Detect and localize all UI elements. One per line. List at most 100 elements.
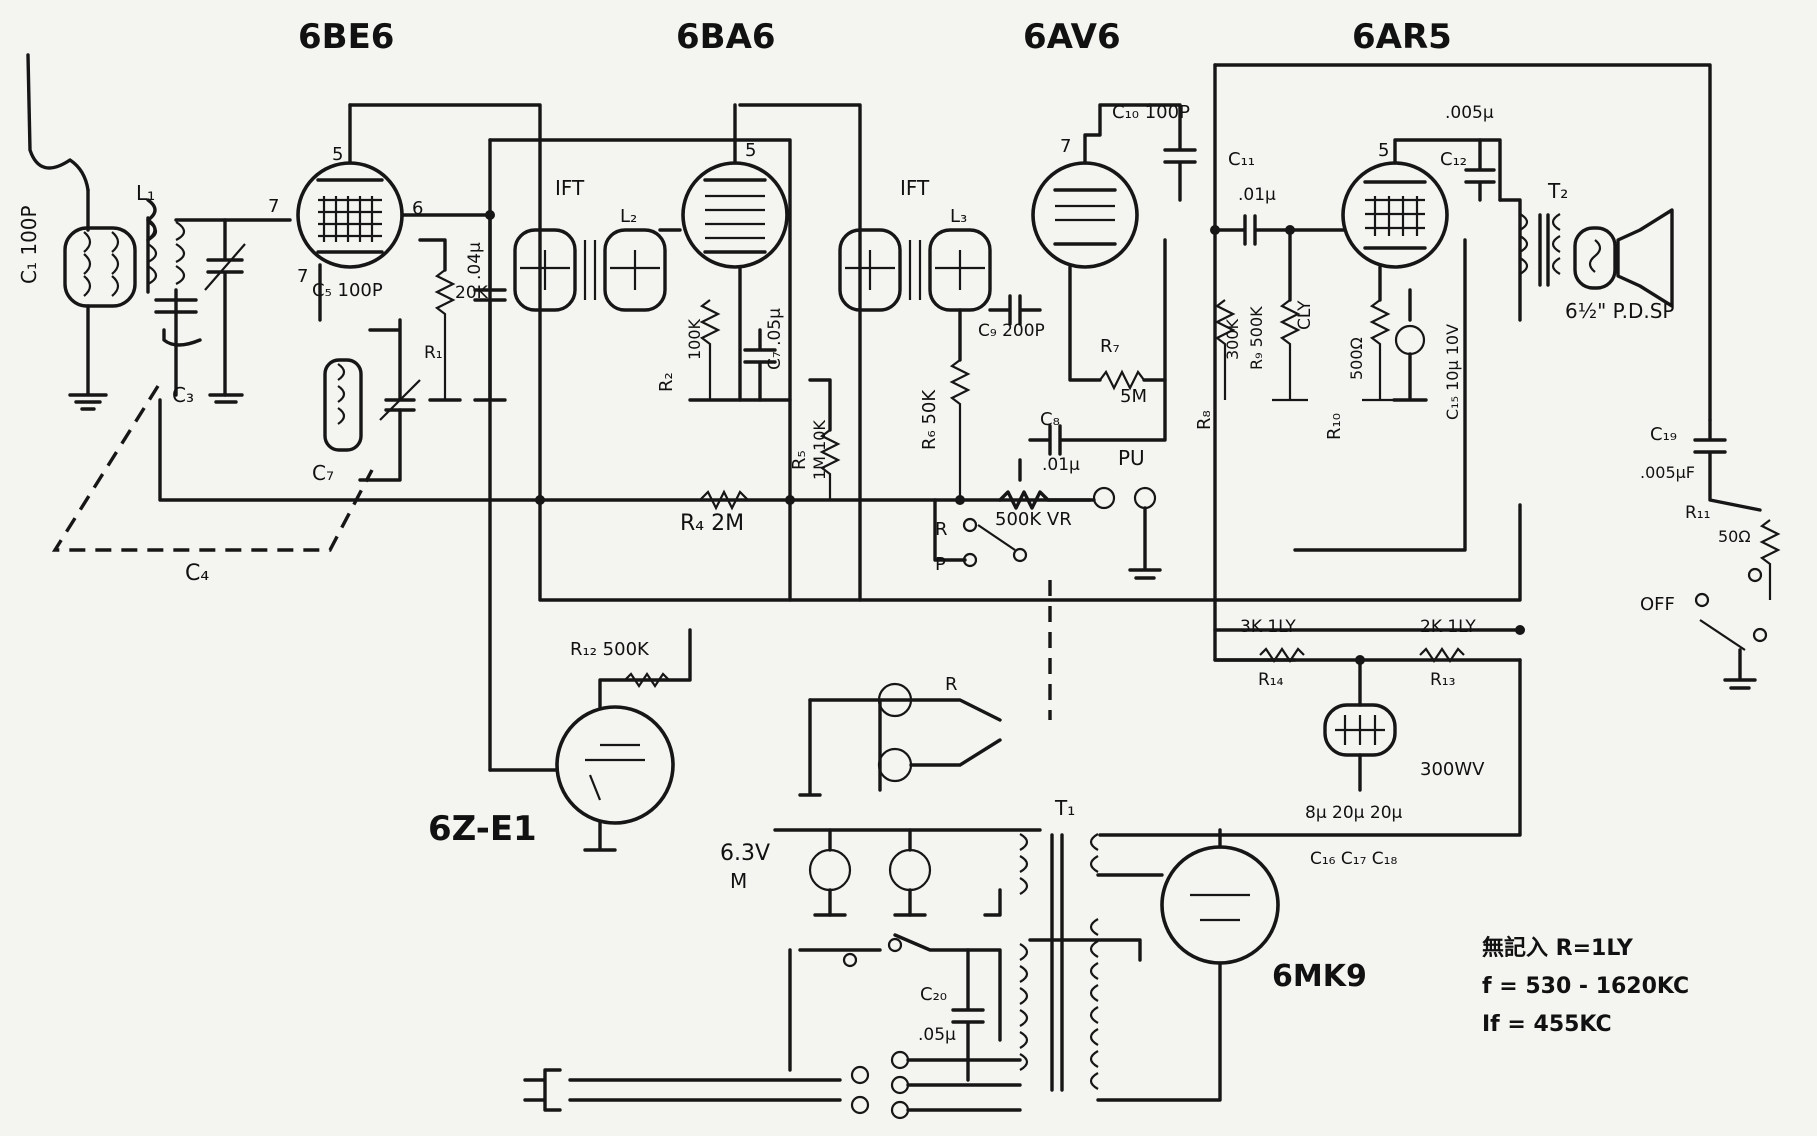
label-c20: C₂₀ bbox=[920, 984, 947, 1005]
pu-jack bbox=[1092, 486, 1162, 580]
tube-label-6ba6: 6BA6 bbox=[676, 17, 776, 57]
label-c7b: C₇ .05μ bbox=[765, 308, 785, 370]
resistor-r11 bbox=[1759, 519, 1781, 600]
label-r11v: 50Ω bbox=[1718, 527, 1751, 546]
pin-5a: 5 bbox=[332, 144, 343, 165]
resistor-r9 bbox=[1272, 228, 1308, 402]
heater-lamps bbox=[808, 828, 932, 917]
pin-7c: 7 bbox=[1060, 136, 1071, 157]
tube-label-6mk9: 6MK9 bbox=[1272, 959, 1367, 994]
cap-c9 bbox=[988, 294, 1042, 326]
label-l2: L₂ bbox=[620, 206, 637, 227]
cap-c19 bbox=[1693, 418, 1762, 512]
label-ift-2: IFT bbox=[900, 176, 930, 200]
label-cvals: 8μ 20μ 20μ bbox=[1305, 803, 1403, 823]
label-vr: 500K VR bbox=[995, 509, 1072, 530]
label-r2k: 2K 1LY bbox=[1420, 617, 1476, 637]
screen-bus bbox=[488, 138, 792, 602]
label-r9: R₉ 500K bbox=[1247, 306, 1266, 370]
pin-6a: 6 bbox=[412, 198, 423, 219]
label-r13: R₁₃ bbox=[1430, 670, 1455, 690]
resistor-r5 bbox=[808, 378, 841, 500]
label-c8: C₈ bbox=[1040, 409, 1060, 430]
resistor-r12 bbox=[624, 672, 670, 688]
label-r10: R₁₀ bbox=[1324, 413, 1345, 440]
label-l3: L₃ bbox=[950, 206, 967, 227]
label-r12: R₁₂ 500K bbox=[570, 639, 650, 660]
label-r2v: 100K bbox=[685, 318, 704, 360]
label-m: M bbox=[730, 869, 747, 893]
label-off: OFF bbox=[1640, 594, 1675, 615]
cap-04 bbox=[473, 213, 507, 402]
label-c8v: .01μ bbox=[1042, 455, 1080, 475]
cap-c15 bbox=[1392, 288, 1428, 402]
label-r1: R₁ bbox=[424, 343, 443, 363]
label-r14: R₁₄ bbox=[1258, 670, 1284, 690]
output-transformer bbox=[1498, 198, 1561, 322]
ift-2 bbox=[838, 228, 992, 312]
resistor-r8 bbox=[1214, 299, 1236, 400]
tube-6ze1 bbox=[488, 705, 675, 852]
wire-6ba6 bbox=[658, 228, 742, 402]
tube-label-6ze1: 6Z-E1 bbox=[428, 809, 537, 849]
label-r20k: 20K bbox=[455, 283, 489, 303]
tone-switch bbox=[1694, 567, 1768, 690]
osc-coil bbox=[318, 263, 421, 482]
label-c7: C₇ bbox=[312, 461, 334, 485]
avc-bus bbox=[158, 398, 1092, 502]
note-resistor-default: 無記入 R=1LY bbox=[1482, 936, 1633, 961]
label-r8v: 300K bbox=[1223, 318, 1242, 360]
label-r5v: 1M 10K bbox=[810, 420, 829, 480]
resistor-r1 bbox=[418, 238, 462, 402]
label-c12: C₁₂ bbox=[1440, 149, 1467, 170]
volume-control bbox=[998, 458, 1096, 510]
b-plus-bus-2 bbox=[738, 103, 862, 602]
label-pu: PU bbox=[1118, 446, 1145, 470]
resistor-r13 bbox=[1419, 647, 1465, 663]
label-63v: 6.3V bbox=[720, 841, 770, 866]
label-r2: R₂ bbox=[656, 372, 677, 392]
label-c15: C₁₅ 10μ 10V bbox=[1443, 324, 1462, 420]
coil-l1 bbox=[146, 198, 186, 294]
label-r8: R₈ bbox=[1194, 410, 1215, 430]
label-l1: L₁ bbox=[136, 181, 155, 205]
label-c20v: .05μ bbox=[918, 1025, 956, 1045]
label-ift-1: IFT bbox=[555, 176, 585, 200]
b-plus-bus bbox=[348, 103, 1522, 602]
label-r10v: 500Ω bbox=[1347, 337, 1366, 380]
tube-label-6be6: 6BE6 bbox=[298, 17, 394, 57]
label-r5: R₅ bbox=[789, 450, 810, 470]
label-r7v: 5M bbox=[1120, 386, 1147, 407]
cap-c10 bbox=[1148, 103, 1197, 202]
note-if-frequency: If = 455KC bbox=[1482, 1012, 1612, 1037]
cap-c8 bbox=[1028, 378, 1167, 456]
label-t2: T₂ bbox=[1547, 179, 1568, 203]
wire-6ze1 bbox=[598, 628, 692, 709]
switch-r-p bbox=[933, 498, 1028, 568]
label-p: P bbox=[935, 554, 946, 575]
pin-7a: 7 bbox=[268, 196, 279, 217]
tube-label-6ar5: 6AR5 bbox=[1352, 17, 1452, 57]
tube-6av6 bbox=[1031, 103, 1152, 269]
label-c3: C₃ bbox=[172, 383, 194, 407]
label-c5: C₅ 100P bbox=[312, 280, 383, 301]
dial-lamps bbox=[798, 682, 1002, 797]
label-r7: R₇ bbox=[1100, 336, 1120, 357]
tube-6ba6 bbox=[681, 103, 789, 269]
label-c10: C₁₀ 100P bbox=[1112, 102, 1190, 123]
tube-label-6av6: 6AV6 bbox=[1023, 17, 1121, 57]
output-return bbox=[1293, 238, 1467, 552]
resistor-r6 bbox=[949, 308, 971, 500]
label-c04: .04μ bbox=[465, 242, 485, 280]
pin-5b: 5 bbox=[745, 140, 756, 161]
junction-dots bbox=[485, 210, 1525, 665]
antenna-wire bbox=[26, 53, 90, 232]
label-c19: C₁₉ bbox=[1650, 424, 1677, 445]
resistor-r10 bbox=[1362, 265, 1398, 402]
label-c1: C₁ 100P bbox=[17, 205, 41, 284]
pin-5c: 5 bbox=[1378, 140, 1389, 161]
ift-1 bbox=[513, 228, 667, 312]
mains-input bbox=[523, 933, 1022, 1120]
speaker bbox=[1573, 208, 1674, 308]
